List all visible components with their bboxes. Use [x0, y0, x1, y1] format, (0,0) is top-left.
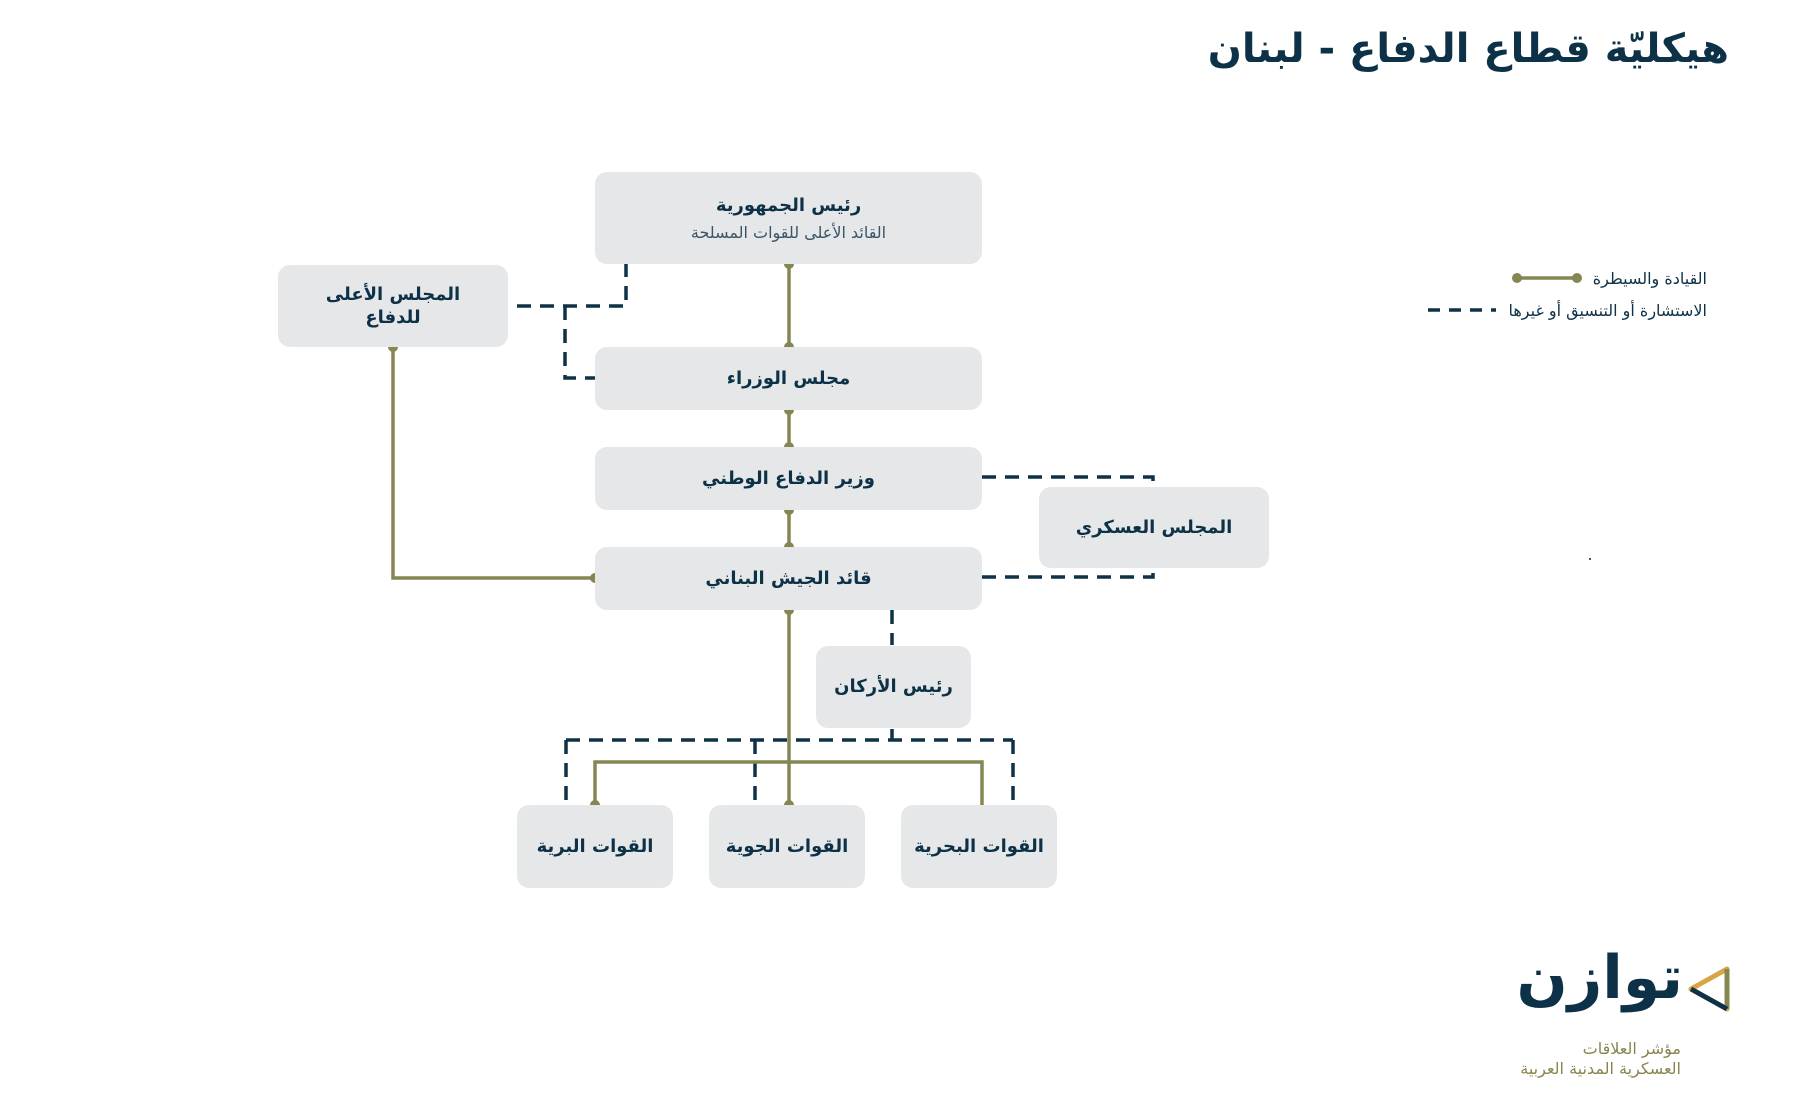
logo-caption-line2: العسكرية المدنية العربية — [1520, 1059, 1681, 1078]
stray-dot — [1589, 558, 1591, 560]
tawazun-logo: توازن مؤشر العلاقات العسكرية المدنية الع… — [1501, 943, 1731, 1085]
command-lines — [391, 264, 984, 805]
legend-advisory-line-icon — [1428, 308, 1497, 312]
advisory-lines — [508, 263, 1155, 803]
logo-name: توازن — [1516, 943, 1683, 1013]
node-land-forces: القوات البرية — [517, 805, 673, 888]
legend-command-line-icon — [1511, 273, 1582, 283]
node-minister-of-defense: وزير الدفاع الوطني — [595, 447, 982, 510]
legend-advisory-label: الاستشارة أو التنسيق أو غيرها — [1508, 300, 1707, 320]
legend-item-advisory: الاستشارة أو التنسيق أو غيرها — [1426, 294, 1707, 326]
node-air-forces: القوات الجوية — [709, 805, 865, 888]
logo-caption: مؤشر العلاقات العسكرية المدنية العربية — [1520, 1039, 1681, 1079]
node-military-council-label: المجلس العسكري — [1075, 516, 1233, 538]
node-naval-forces-label: القوات البحرية — [914, 835, 1044, 857]
node-minister-of-defense-label: وزير الدفاع الوطني — [702, 467, 875, 489]
logo-triangle-icon — [1688, 966, 1730, 1012]
legend-item-command: القيادة والسيطرة — [1426, 262, 1707, 294]
page-title: هيكليّة قطاع الدفاع - لبنان — [1207, 26, 1729, 72]
node-president-sub: القائد الأعلى للقوات المسلحة — [690, 223, 887, 243]
node-naval-forces: القوات البحرية — [901, 805, 1057, 888]
node-president: رئيس الجمهورية القائد الأعلى للقوات المس… — [595, 172, 982, 264]
node-army-commander: قائد الجيش البناني — [595, 547, 982, 610]
legend: القيادة والسيطرة الاستشارة أو التنسيق أو… — [1426, 262, 1707, 326]
node-army-commander-label: قائد الجيش البناني — [705, 567, 872, 589]
node-council-of-ministers: مجلس الوزراء — [595, 347, 982, 410]
node-supreme-defense-council-label: المجلس الأعلى للدفاع — [325, 283, 461, 328]
logo-caption-line1: مؤشر العلاقات — [1582, 1039, 1681, 1058]
node-land-forces-label: القوات البرية — [536, 835, 654, 857]
legend-command-label: القيادة والسيطرة — [1592, 268, 1707, 288]
node-president-label: رئيس الجمهورية — [715, 194, 862, 216]
node-chief-of-staff-label: رئيس الأركان — [834, 676, 953, 698]
node-military-council: المجلس العسكري — [1039, 487, 1269, 568]
node-chief-of-staff: رئيس الأركان — [816, 646, 971, 728]
node-council-of-ministers-label: مجلس الوزراء — [726, 367, 851, 389]
node-air-forces-label: القوات الجوية — [725, 835, 849, 857]
node-supreme-defense-council: المجلس الأعلى للدفاع — [278, 265, 508, 347]
